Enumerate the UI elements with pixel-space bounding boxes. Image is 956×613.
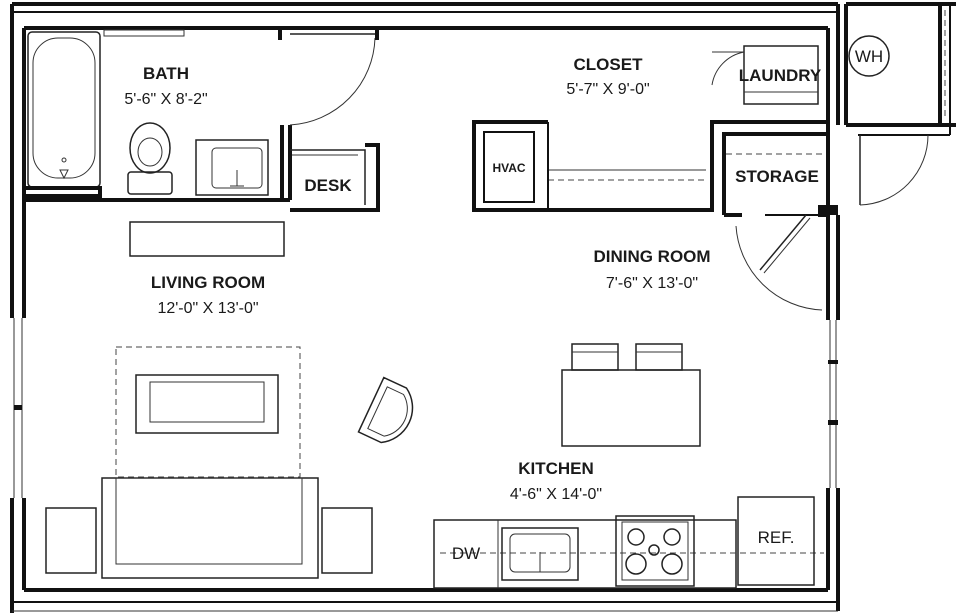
storage-area: STORAGE [722,132,828,311]
closet-name: CLOSET [574,55,644,74]
desk-area: DESK [290,143,380,212]
wh-label: WH [855,47,883,66]
closet-area: HVAC CLOSET 5'-7" X 9'-0" [472,55,828,212]
laundry-area: LAUNDRY [711,45,822,105]
hvac-label: HVAC [492,161,525,175]
hvac-unit [483,131,535,203]
toilet [127,122,173,195]
dining-name: DINING ROOM [593,247,710,266]
dining-dims: 7'-6" X 13'-0" [606,275,698,292]
entry-door [826,205,838,215]
closet-dims: 5'-7" X 9'-0" [566,81,649,98]
ref-label: REF. [758,528,795,547]
water-heater [848,35,890,77]
dw-label: DW [452,544,480,563]
desk-label: DESK [304,176,352,195]
storage-label: STORAGE [735,167,819,186]
kitchen-dims: 4'-6" X 14'-0" [510,486,602,503]
side-table-left [45,507,97,574]
kitchen-counter [433,519,737,589]
tv-console [129,221,285,257]
bath-name: BATH [143,64,189,83]
armchair [357,376,414,444]
bath-area: BATH 5'-6" X 8'-2" [26,29,379,202]
dining-chair-right [635,343,683,371]
kitchen-area: KITCHEN 4'-6" X 14'-0" DW REF. [433,459,824,589]
dining-area: DINING ROOM 7'-6" X 13'-0" [561,247,711,447]
washer-dryer [743,45,819,105]
kitchen-name: KITCHEN [518,459,594,478]
sofa [101,477,319,579]
stove [615,515,695,587]
water-heater-area: WH [848,10,946,206]
living-area: LIVING ROOM 12'-0" X 13'-0" [45,221,414,579]
side-table-right [321,507,373,574]
laundry-label: LAUNDRY [739,66,822,85]
bath-sink [195,139,269,196]
living-name: LIVING ROOM [151,273,265,292]
bath-dims: 5'-6" X 8'-2" [124,91,207,108]
exterior-walls [10,2,956,613]
bathtub [27,31,101,188]
coffee-table [135,374,279,434]
dining-chair-left [571,343,619,371]
living-dims: 12'-0" X 13'-0" [157,300,258,317]
area-rug [115,346,301,478]
refrigerator [737,496,815,586]
kitchen-sink [501,527,579,581]
dining-table [561,369,701,447]
